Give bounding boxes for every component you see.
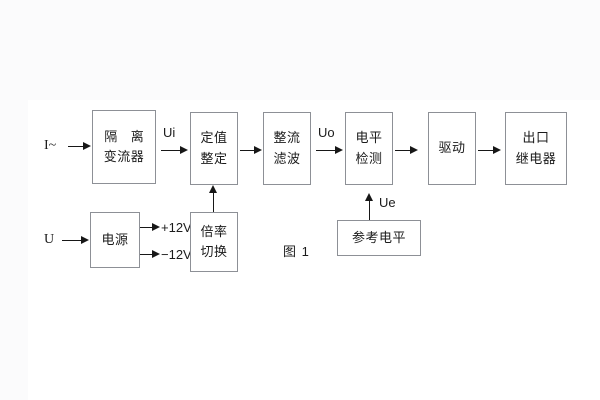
block-multiplier-switch: 倍率 切换	[190, 212, 238, 272]
input-current-label: I~	[44, 138, 57, 153]
block-setting-value: 定值 整定	[190, 112, 238, 185]
connector-input-voltage	[62, 240, 82, 241]
connector-multiplier-to-setting	[213, 192, 214, 212]
block-line: 参考电平	[351, 229, 406, 245]
block-line: 整定	[200, 150, 228, 166]
arrow-up-icon	[209, 185, 217, 193]
block-line: 切换	[200, 244, 228, 259]
signal-ue-label: Ue	[379, 195, 396, 210]
block-power-supply: 电源	[90, 212, 140, 268]
block-line: 继电器	[515, 150, 557, 166]
block-line: 定值	[200, 130, 228, 146]
block-level-detection: 电平 检测	[345, 112, 393, 185]
block-line: 隔 离	[104, 128, 149, 144]
block-output-relay: 出口 继电器	[505, 112, 567, 185]
connector-ue	[369, 200, 370, 220]
input-voltage-label: U	[44, 232, 55, 247]
arrow-right-icon	[83, 142, 91, 150]
arrow-right-icon	[81, 236, 89, 244]
connector-setting-to-rectify	[240, 150, 256, 151]
block-line: 滤波	[273, 150, 301, 166]
arrow-right-icon	[180, 146, 188, 154]
block-reference-level: 参考电平	[337, 220, 421, 256]
block-line: 变流器	[103, 149, 145, 164]
block-isolation-transformer: 隔 离 变流器	[92, 110, 156, 184]
arrow-right-icon	[335, 146, 343, 154]
arrow-right-icon	[410, 146, 418, 154]
signal-ui-label: Ui	[163, 125, 176, 140]
block-line: 检测	[355, 150, 383, 166]
block-line: 驱动	[438, 140, 466, 156]
figure-caption: 图 1	[283, 244, 310, 259]
arrow-right-icon	[493, 146, 501, 154]
connector-input-current	[68, 146, 84, 147]
block-line: 倍率	[200, 223, 228, 239]
connector-level-to-drive	[395, 150, 411, 151]
block-line: 整流	[273, 130, 301, 146]
block-line: 电源	[101, 231, 129, 247]
block-rectify-filter: 整流 滤波	[263, 112, 311, 185]
connector-rail-negative	[140, 254, 154, 255]
connector-rail-positive	[140, 227, 154, 228]
connector-uo	[316, 150, 336, 151]
block-line: 电平	[355, 130, 383, 146]
block-drive: 驱动	[428, 112, 476, 185]
arrow-right-icon	[152, 250, 160, 258]
rail-negative-label: −12V	[161, 247, 192, 262]
connector-drive-to-relay	[478, 150, 494, 151]
arrow-right-icon	[254, 146, 262, 154]
rail-positive-label: +12V	[161, 220, 192, 235]
block-line: 出口	[522, 130, 550, 146]
signal-uo-label: Uo	[318, 125, 335, 140]
connector-ui	[161, 150, 181, 151]
arrow-right-icon	[152, 223, 160, 231]
arrow-up-icon	[365, 193, 373, 201]
